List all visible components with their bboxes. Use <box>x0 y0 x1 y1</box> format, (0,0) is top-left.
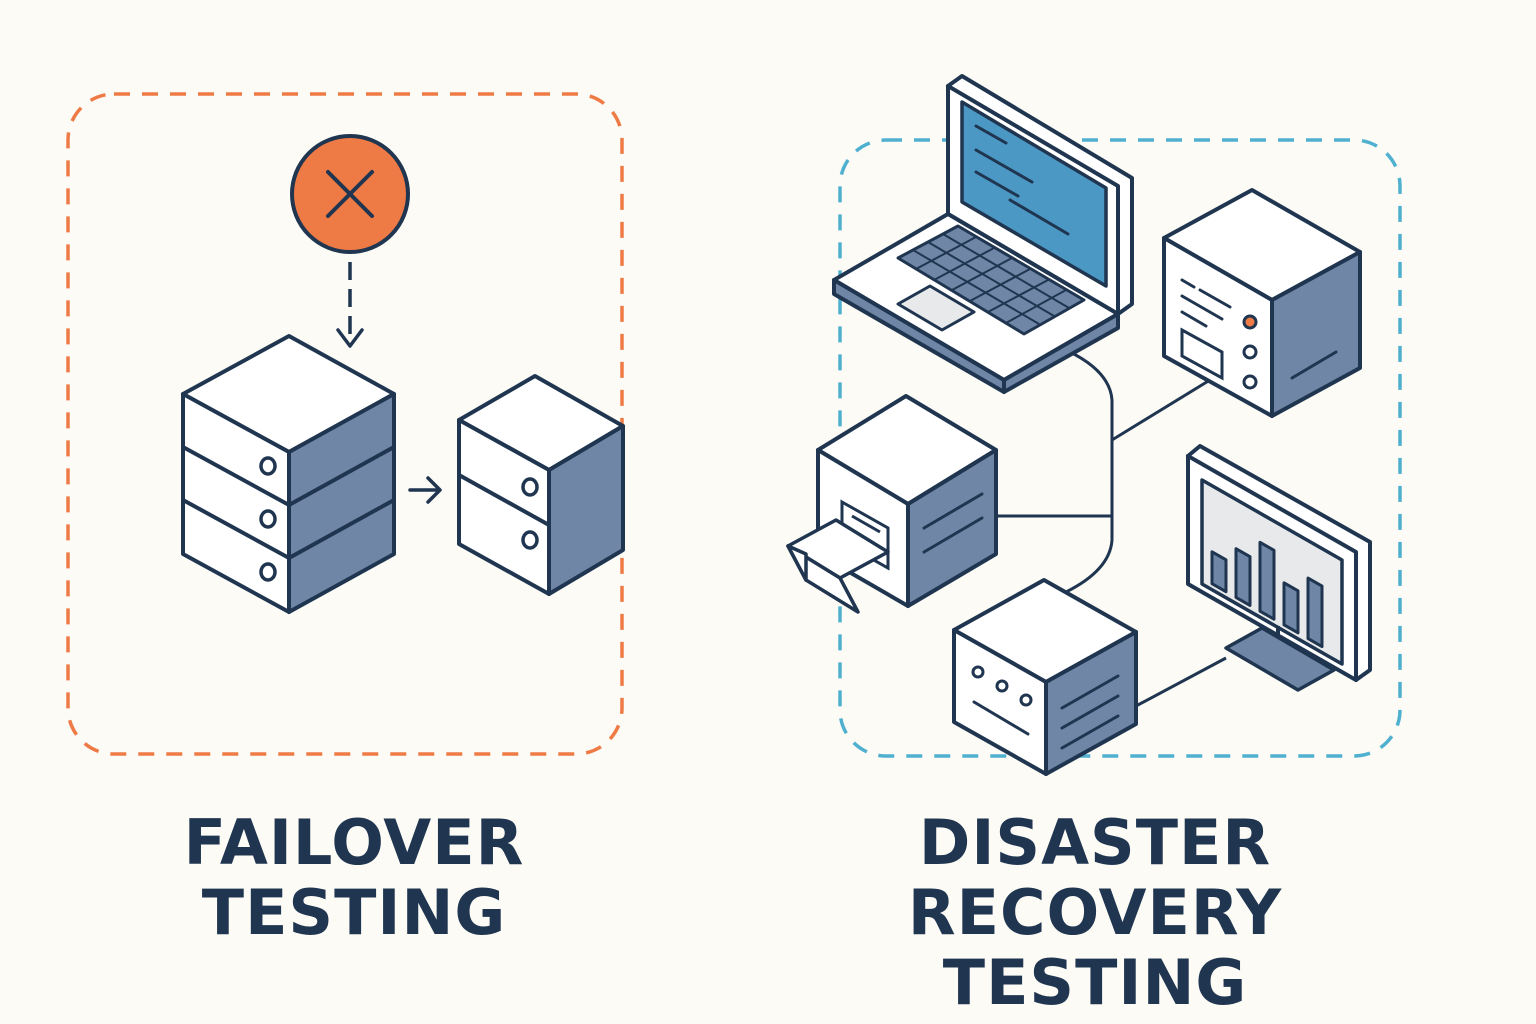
network-connections <box>996 350 1227 708</box>
monitor-bar-chart-icon <box>1186 444 1372 692</box>
recovery-title-line1: DISASTER RECOVERY <box>907 806 1283 949</box>
failover-title: FAILOVER TESTING <box>100 808 608 948</box>
arrow-right-icon <box>408 476 442 504</box>
primary-server-stack-icon <box>181 334 396 614</box>
backup-drive-icon <box>786 394 998 614</box>
laptop-icon <box>832 74 1134 394</box>
x-circle-icon <box>290 134 410 254</box>
monitor-chart-bar <box>1306 576 1324 649</box>
failover-title-line2: TESTING <box>201 876 507 949</box>
storage-box-icon <box>952 578 1138 776</box>
monitor-chart-bar <box>1282 581 1300 635</box>
monitor-chart-bar <box>1210 550 1228 594</box>
dashed-arrow-down-icon <box>336 262 364 348</box>
recovery-title: DISASTER RECOVERY TESTING <box>770 808 1420 1018</box>
recovery-title-line2: TESTING <box>942 946 1248 1019</box>
monitor-chart-bar <box>1234 547 1252 607</box>
server-box-icon <box>1162 188 1362 418</box>
monitor-chart-bar <box>1258 540 1276 621</box>
monitor-chart-bars <box>1210 540 1324 649</box>
failover-title-line1: FAILOVER <box>183 806 525 879</box>
backup-server-icon <box>457 374 625 596</box>
